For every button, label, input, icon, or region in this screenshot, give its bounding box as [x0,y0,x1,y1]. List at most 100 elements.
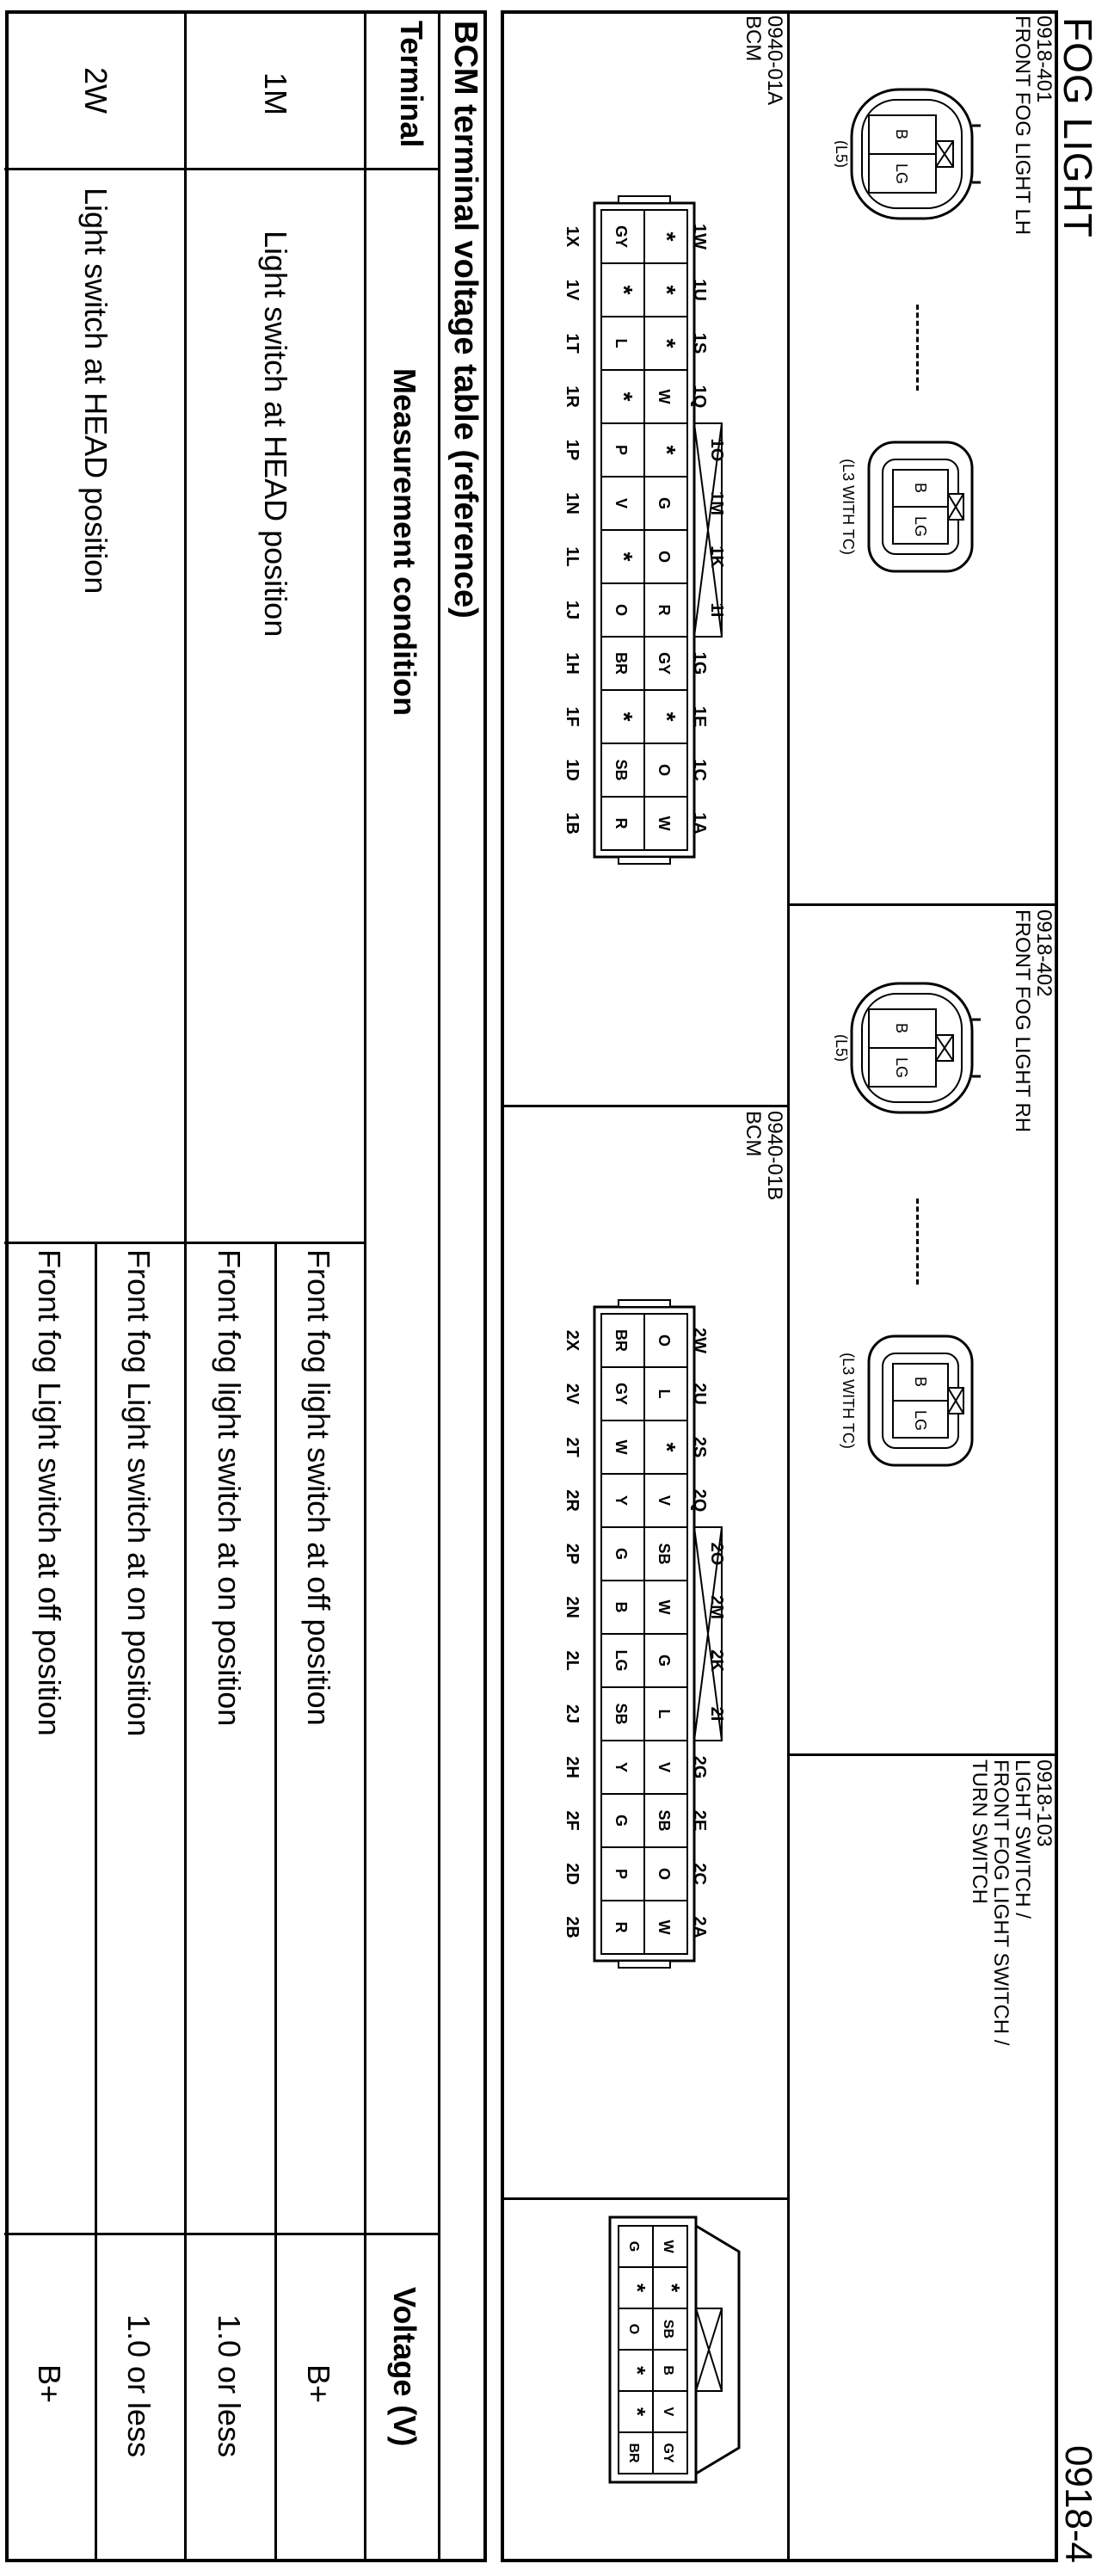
row-voltage-cell: B+ [274,2235,364,2561]
row-condition: Front fog light switch at on position [212,1249,247,1727]
terminal-label: 2F [563,1810,582,1830]
pin-color: Y [612,1762,630,1772]
dashed-separator [916,1199,919,1285]
terminal-label: 1V [563,280,582,301]
bcm-connector-a: 1W1U1S1Q1O1M1K1I1G1E1C1A***W*GORGY*OWGY*… [563,195,726,865]
terminal-label: 2S [690,1437,709,1457]
pin-color: W [612,1440,630,1455]
terminal-label: 1D [563,759,582,781]
row-condition-cell: Front fog light switch at off position [274,1244,364,2235]
terminal-label: 1U [690,279,709,301]
terminal-label: 1G [690,652,709,675]
pin-color: * [625,2366,650,2376]
terminal-label: 1H [563,652,582,675]
page-title: FOG LIGHT [1056,17,1100,238]
pin-color: SB [656,1543,673,1564]
header-condition-cell: Measurement condition [364,170,438,2235]
pin-color: W [656,390,673,404]
fog-light-connector-lh-l3: B LG (L3 WITH TC) [840,441,974,573]
terminal-label: 2P [563,1544,582,1564]
terminal-label: 1L [563,546,582,566]
pin-color: R [612,818,630,829]
pin-color: G [656,1655,673,1667]
connector-code: 0940-01B [763,1111,786,1201]
terminal-label: 2E [690,1810,709,1831]
row-condition: Front fog Light switch at on position [121,1249,157,1737]
terminal-label: 2T [563,1437,582,1457]
pin-color: * [611,552,637,562]
terminal-label: 2W [690,1328,709,1353]
terminal-label: 2R [563,1489,582,1512]
pin-color: L [656,1390,673,1399]
header-voltage-cell: Voltage (V) [364,2235,438,2561]
group-condition-cell: Light switch at HEAD position [4,170,184,1244]
pin-lg: LG [912,1410,929,1431]
voltage-table-title: BCM terminal voltage table (reference) [447,21,483,619]
pin-color: * [654,712,680,722]
row-voltage: B+ [32,2364,67,2404]
header-terminal: Terminal [394,21,429,148]
terminal-label: 2I [707,1707,726,1722]
pin-color: * [611,392,637,402]
pin-color: L [656,1710,673,1719]
connector-name: FRONT FOG LIGHT LH [1011,15,1034,236]
terminal-label: 2B [563,1916,582,1938]
connector-cell-fog-rh: 0918-402 FRONT FOG LIGHT RH B LG (L5) B [788,903,1056,1756]
terminal-label: 2L [563,1650,582,1670]
pin-color: R [656,605,673,616]
pin-color: G [656,497,673,509]
terminal-label: 2U [690,1383,709,1405]
lock-line [693,1526,723,1741]
dashed-separator [916,305,919,391]
pin-color: O [656,764,673,776]
terminal-label: 1A [690,812,709,835]
terminal-label: 1F [563,706,582,726]
terminal-label: 2J [563,1704,582,1723]
connector-code: 0940-01A [763,15,786,106]
pin-color: GY [661,2443,675,2462]
pin-color: SB [656,1809,673,1831]
header-terminal-cell: Terminal [364,12,438,170]
connector-cell-light-switch: 0918-103 LIGHT SWITCH / FRONT FOG LIGHT … [788,1753,1056,2563]
connector-name: BCM [742,15,765,62]
grid-divider [787,12,790,2561]
terminal-label: 2H [563,1756,582,1778]
pin-color: O [626,2324,641,2334]
pin-color: GY [656,652,673,675]
pin-color: LG [612,1650,630,1672]
group-condition-cell: Light switch at HEAD position [184,170,364,1244]
pin-color: * [625,2407,650,2417]
row-voltage-cell: 1.0 or less [95,2235,184,2561]
page-number: 0918-4 [1057,2445,1099,2564]
pin-b: B [912,483,929,493]
terminal-label: 1P [563,440,582,460]
pin-color: G [626,2241,641,2252]
terminal-label: 1B [563,812,582,835]
pin-color: G [612,1815,630,1827]
row-voltage-cell: B+ [4,2235,95,2561]
pin-color: W [656,1600,673,1615]
pin-color: R [612,1922,630,1933]
connector-name-line: FRONT FOG LIGHT SWITCH / [989,1759,1013,2046]
row-condition-cell: Front fog light switch at on position [184,1244,274,2235]
group-condition: Light switch at HEAD position [258,231,293,638]
pin-b: B [893,129,910,139]
pin-color: V [656,1495,673,1506]
pin-color: O [656,1868,673,1880]
pin-color: GY [612,225,630,248]
lock-tab [693,422,723,638]
terminal-label: 2N [563,1596,582,1618]
pin-color: Y [612,1495,630,1506]
pin-color: * [654,286,680,295]
variant-label: (L3 WITH TC) [840,459,857,555]
header-voltage: Voltage (V) [387,2287,422,2447]
variant-label: (L5) [834,1034,850,1062]
row-voltage: B+ [301,2364,336,2404]
terminal-label: 2D [563,1863,582,1885]
terminal-label: 1W [690,224,709,250]
pin-color: P [612,445,630,455]
